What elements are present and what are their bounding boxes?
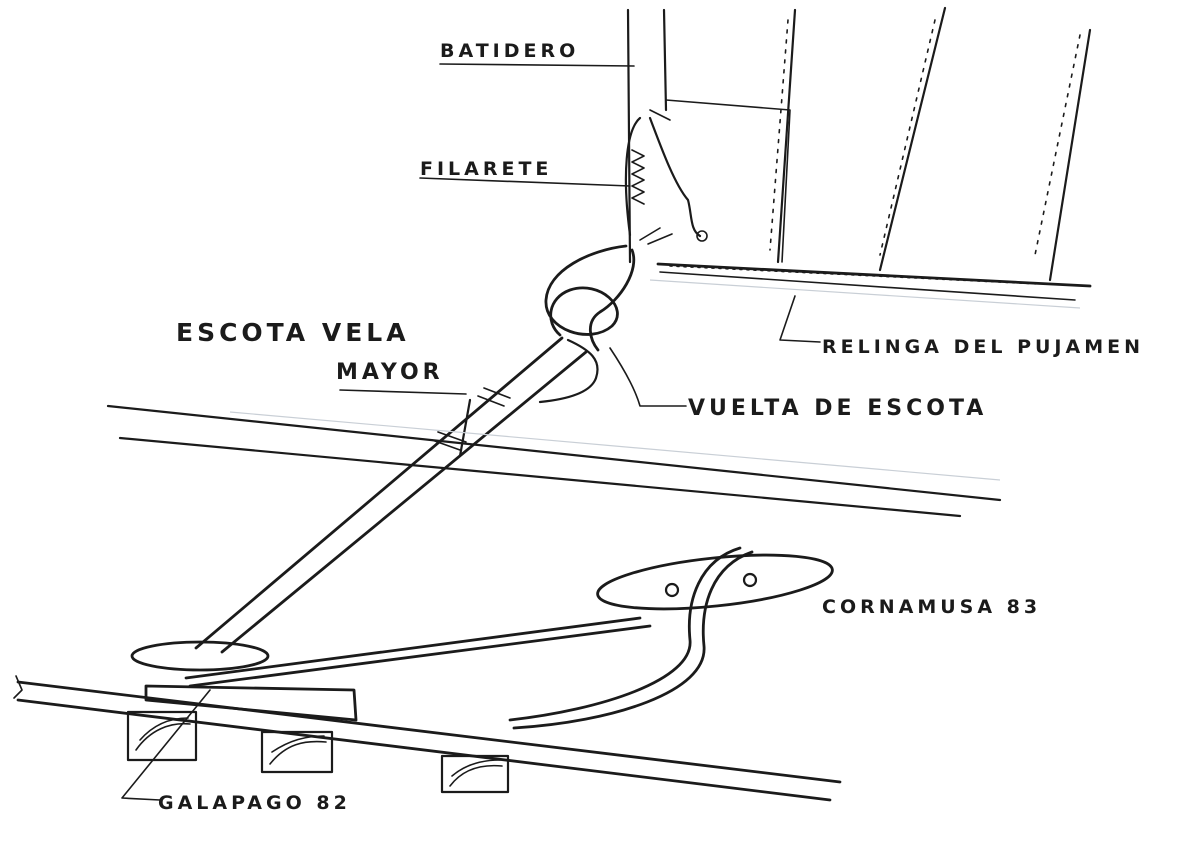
sail-stitching: [769, 19, 1081, 256]
label-filarete: FILARETE: [420, 158, 553, 180]
filarete: [624, 116, 708, 245]
vuelta-de-escota-knot: [538, 244, 636, 404]
leader-lines: [121, 63, 821, 801]
sail-edge: [626, 6, 1092, 282]
deck-planks: [106, 404, 1002, 518]
label-cornamusa: CORNAMUSA 83: [822, 596, 1042, 618]
label-vuelta-de-escota: VUELTA DE ESCOTA: [688, 396, 988, 421]
label-batidero: BATIDERO: [440, 40, 580, 62]
galapago-block: [130, 640, 358, 722]
label-galapago: GALAPAGO 82: [158, 792, 351, 814]
return-line: [184, 616, 652, 688]
label-relinga-del-pujamen: RELINGA DEL PUJAMEN: [822, 336, 1144, 358]
label-escota-vela: ESCOTA VELA: [176, 318, 410, 347]
deck-rail: [13, 675, 842, 802]
label-mayor: MAYOR: [336, 360, 444, 385]
cornamusa-cleat: [508, 546, 834, 730]
relinga-del-pujamen: [649, 262, 1092, 309]
rail-supports: [126, 710, 510, 794]
escota-vela-mayor: [194, 336, 588, 654]
